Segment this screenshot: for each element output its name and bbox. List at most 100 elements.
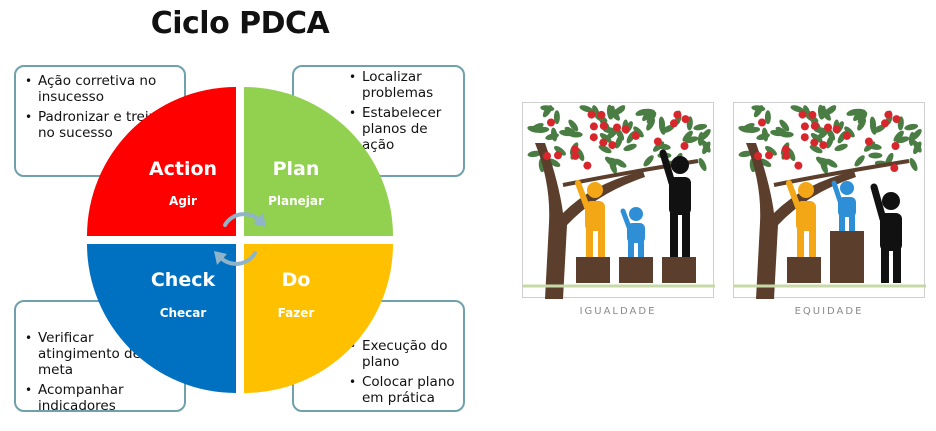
apple xyxy=(794,161,803,170)
apple xyxy=(782,151,791,160)
apple xyxy=(631,131,640,140)
leaf xyxy=(834,143,848,152)
apple xyxy=(781,145,790,154)
crate-1 xyxy=(576,257,610,283)
leaf xyxy=(853,109,864,122)
cycle-arrows-icon xyxy=(214,212,266,266)
leaf xyxy=(857,111,868,124)
leaf xyxy=(652,141,665,152)
equality-illustration xyxy=(522,102,715,299)
leaf xyxy=(790,105,804,113)
leaf xyxy=(605,156,617,167)
apple xyxy=(754,152,762,160)
apple xyxy=(673,110,682,119)
plan-sublabel: Planejar xyxy=(268,194,324,208)
apple xyxy=(547,118,555,127)
do-sublabel: Fazer xyxy=(278,306,315,320)
leaf xyxy=(868,152,883,159)
leaf xyxy=(746,126,761,133)
leaf xyxy=(554,146,566,156)
tall-person xyxy=(870,183,902,283)
leaf xyxy=(893,130,904,142)
leaf xyxy=(579,105,593,113)
apple xyxy=(800,122,809,131)
apple xyxy=(589,133,598,142)
apple xyxy=(681,115,690,124)
leaf xyxy=(809,145,823,154)
check-label: Check xyxy=(151,269,216,291)
apple xyxy=(891,142,900,150)
apple xyxy=(670,119,678,128)
apple xyxy=(824,123,832,132)
leaf xyxy=(623,143,637,152)
short-person xyxy=(831,180,856,231)
apple xyxy=(800,133,809,142)
leaf xyxy=(658,121,666,135)
leaf xyxy=(612,106,625,116)
plan-quadrant xyxy=(244,87,393,236)
apple xyxy=(583,161,592,170)
plan-note-1: Localizar problemas xyxy=(346,69,457,101)
leaf xyxy=(535,126,550,133)
leaf xyxy=(764,110,771,125)
leaf xyxy=(810,133,823,143)
leaf xyxy=(738,150,753,158)
leaf xyxy=(908,131,915,146)
apple xyxy=(599,121,608,130)
leaf xyxy=(633,126,644,138)
plan-note-2: Estabelecer planos de ação xyxy=(346,105,457,153)
leaf xyxy=(817,104,825,119)
leaf xyxy=(542,105,553,118)
apple xyxy=(608,141,617,150)
medium-person xyxy=(575,180,605,257)
apple xyxy=(570,145,579,154)
short-person xyxy=(620,207,645,257)
apple xyxy=(587,110,596,119)
leaf xyxy=(816,156,828,167)
leaf xyxy=(753,105,764,118)
equity-caption: EQUIDADE xyxy=(794,306,864,317)
leaf xyxy=(606,104,614,119)
leaf xyxy=(599,133,612,143)
leaf xyxy=(825,158,838,168)
medium-person xyxy=(786,180,816,257)
leaf xyxy=(646,111,657,124)
equality-tree-scene xyxy=(523,104,715,299)
apple xyxy=(864,137,873,146)
crate-3 xyxy=(662,257,696,283)
apple xyxy=(832,125,841,134)
apple xyxy=(892,115,901,124)
leaf xyxy=(775,126,788,136)
leaf xyxy=(568,119,579,132)
leaf xyxy=(909,158,918,171)
tree-foliage xyxy=(527,104,711,174)
apple xyxy=(599,138,608,147)
leaf xyxy=(643,155,654,167)
apple xyxy=(589,122,598,131)
leaf xyxy=(646,118,656,131)
leaf xyxy=(869,121,877,135)
apple xyxy=(884,110,893,119)
apple xyxy=(653,137,662,146)
apple xyxy=(765,151,773,160)
leaf xyxy=(904,123,919,131)
action-sublabel: Agir xyxy=(169,194,197,208)
crate-3 xyxy=(830,231,864,257)
leaf xyxy=(857,118,867,131)
leaf xyxy=(598,145,612,154)
equity-tree-scene xyxy=(734,104,926,299)
equity-illustration xyxy=(733,102,926,299)
tree-trunk xyxy=(746,143,856,299)
apple xyxy=(597,110,606,119)
leaf xyxy=(642,109,653,122)
action-note-1: Ação corretiva no insucesso xyxy=(22,73,176,105)
do-quadrant xyxy=(244,244,393,393)
leaf xyxy=(823,106,836,116)
apple xyxy=(543,152,551,160)
equality-caption: IGUALDADE xyxy=(579,306,657,317)
do-note-2: Colocar plano em prática xyxy=(346,374,457,406)
crate-2 xyxy=(830,257,864,283)
do-label: Do xyxy=(282,269,311,291)
leaf xyxy=(684,136,699,144)
tree-apples xyxy=(754,110,901,172)
